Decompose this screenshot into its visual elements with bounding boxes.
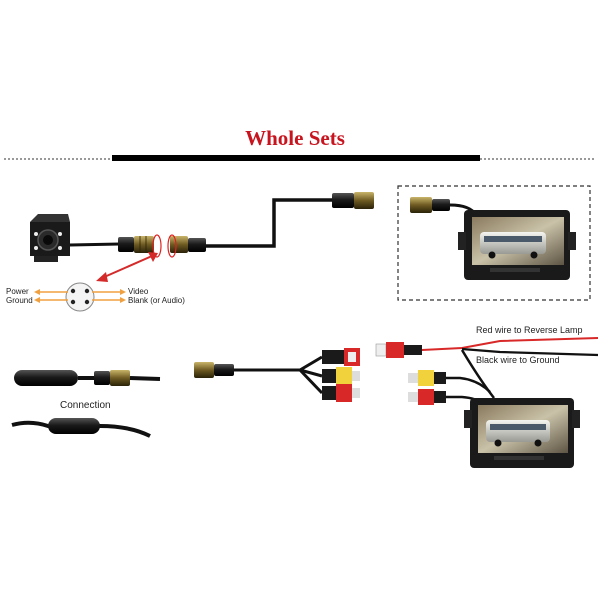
header-bar bbox=[112, 155, 480, 161]
connection-cable-bottom bbox=[11, 418, 151, 438]
pinout-diagram bbox=[34, 282, 126, 312]
aviation-plug-female bbox=[170, 236, 206, 253]
power-wires bbox=[375, 337, 599, 358]
pinout-arrow bbox=[96, 252, 158, 282]
camera-cable bbox=[69, 242, 121, 247]
pin-label-video: Video bbox=[128, 287, 149, 296]
page-title: Whole Sets bbox=[245, 126, 345, 150]
extension-plug bbox=[332, 192, 374, 209]
power-connector bbox=[322, 348, 360, 366]
av-splitter-cable bbox=[194, 355, 324, 395]
monitor-bottom bbox=[464, 398, 580, 468]
extension-cable bbox=[206, 198, 334, 248]
pin-label-power: Power bbox=[6, 287, 29, 296]
rca-red-cable bbox=[322, 384, 360, 402]
connection-cable-top bbox=[14, 370, 161, 386]
red-wire-label: Red wire to Reverse Lamp bbox=[476, 325, 583, 335]
monitor-frame bbox=[397, 185, 591, 301]
pin-label-blank: Blank (or Audio) bbox=[128, 296, 185, 305]
camera bbox=[30, 214, 70, 262]
connector-highlight-left bbox=[152, 234, 162, 258]
black-wire-label: Black wire to Ground bbox=[476, 355, 560, 365]
pin-label-ground: Ground bbox=[6, 296, 33, 305]
rca-yellow bbox=[322, 367, 360, 385]
monitor-top bbox=[410, 197, 576, 280]
connector-highlight-right bbox=[167, 234, 177, 258]
aviation-plug-male bbox=[118, 236, 154, 253]
connection-label: Connection bbox=[60, 400, 111, 411]
